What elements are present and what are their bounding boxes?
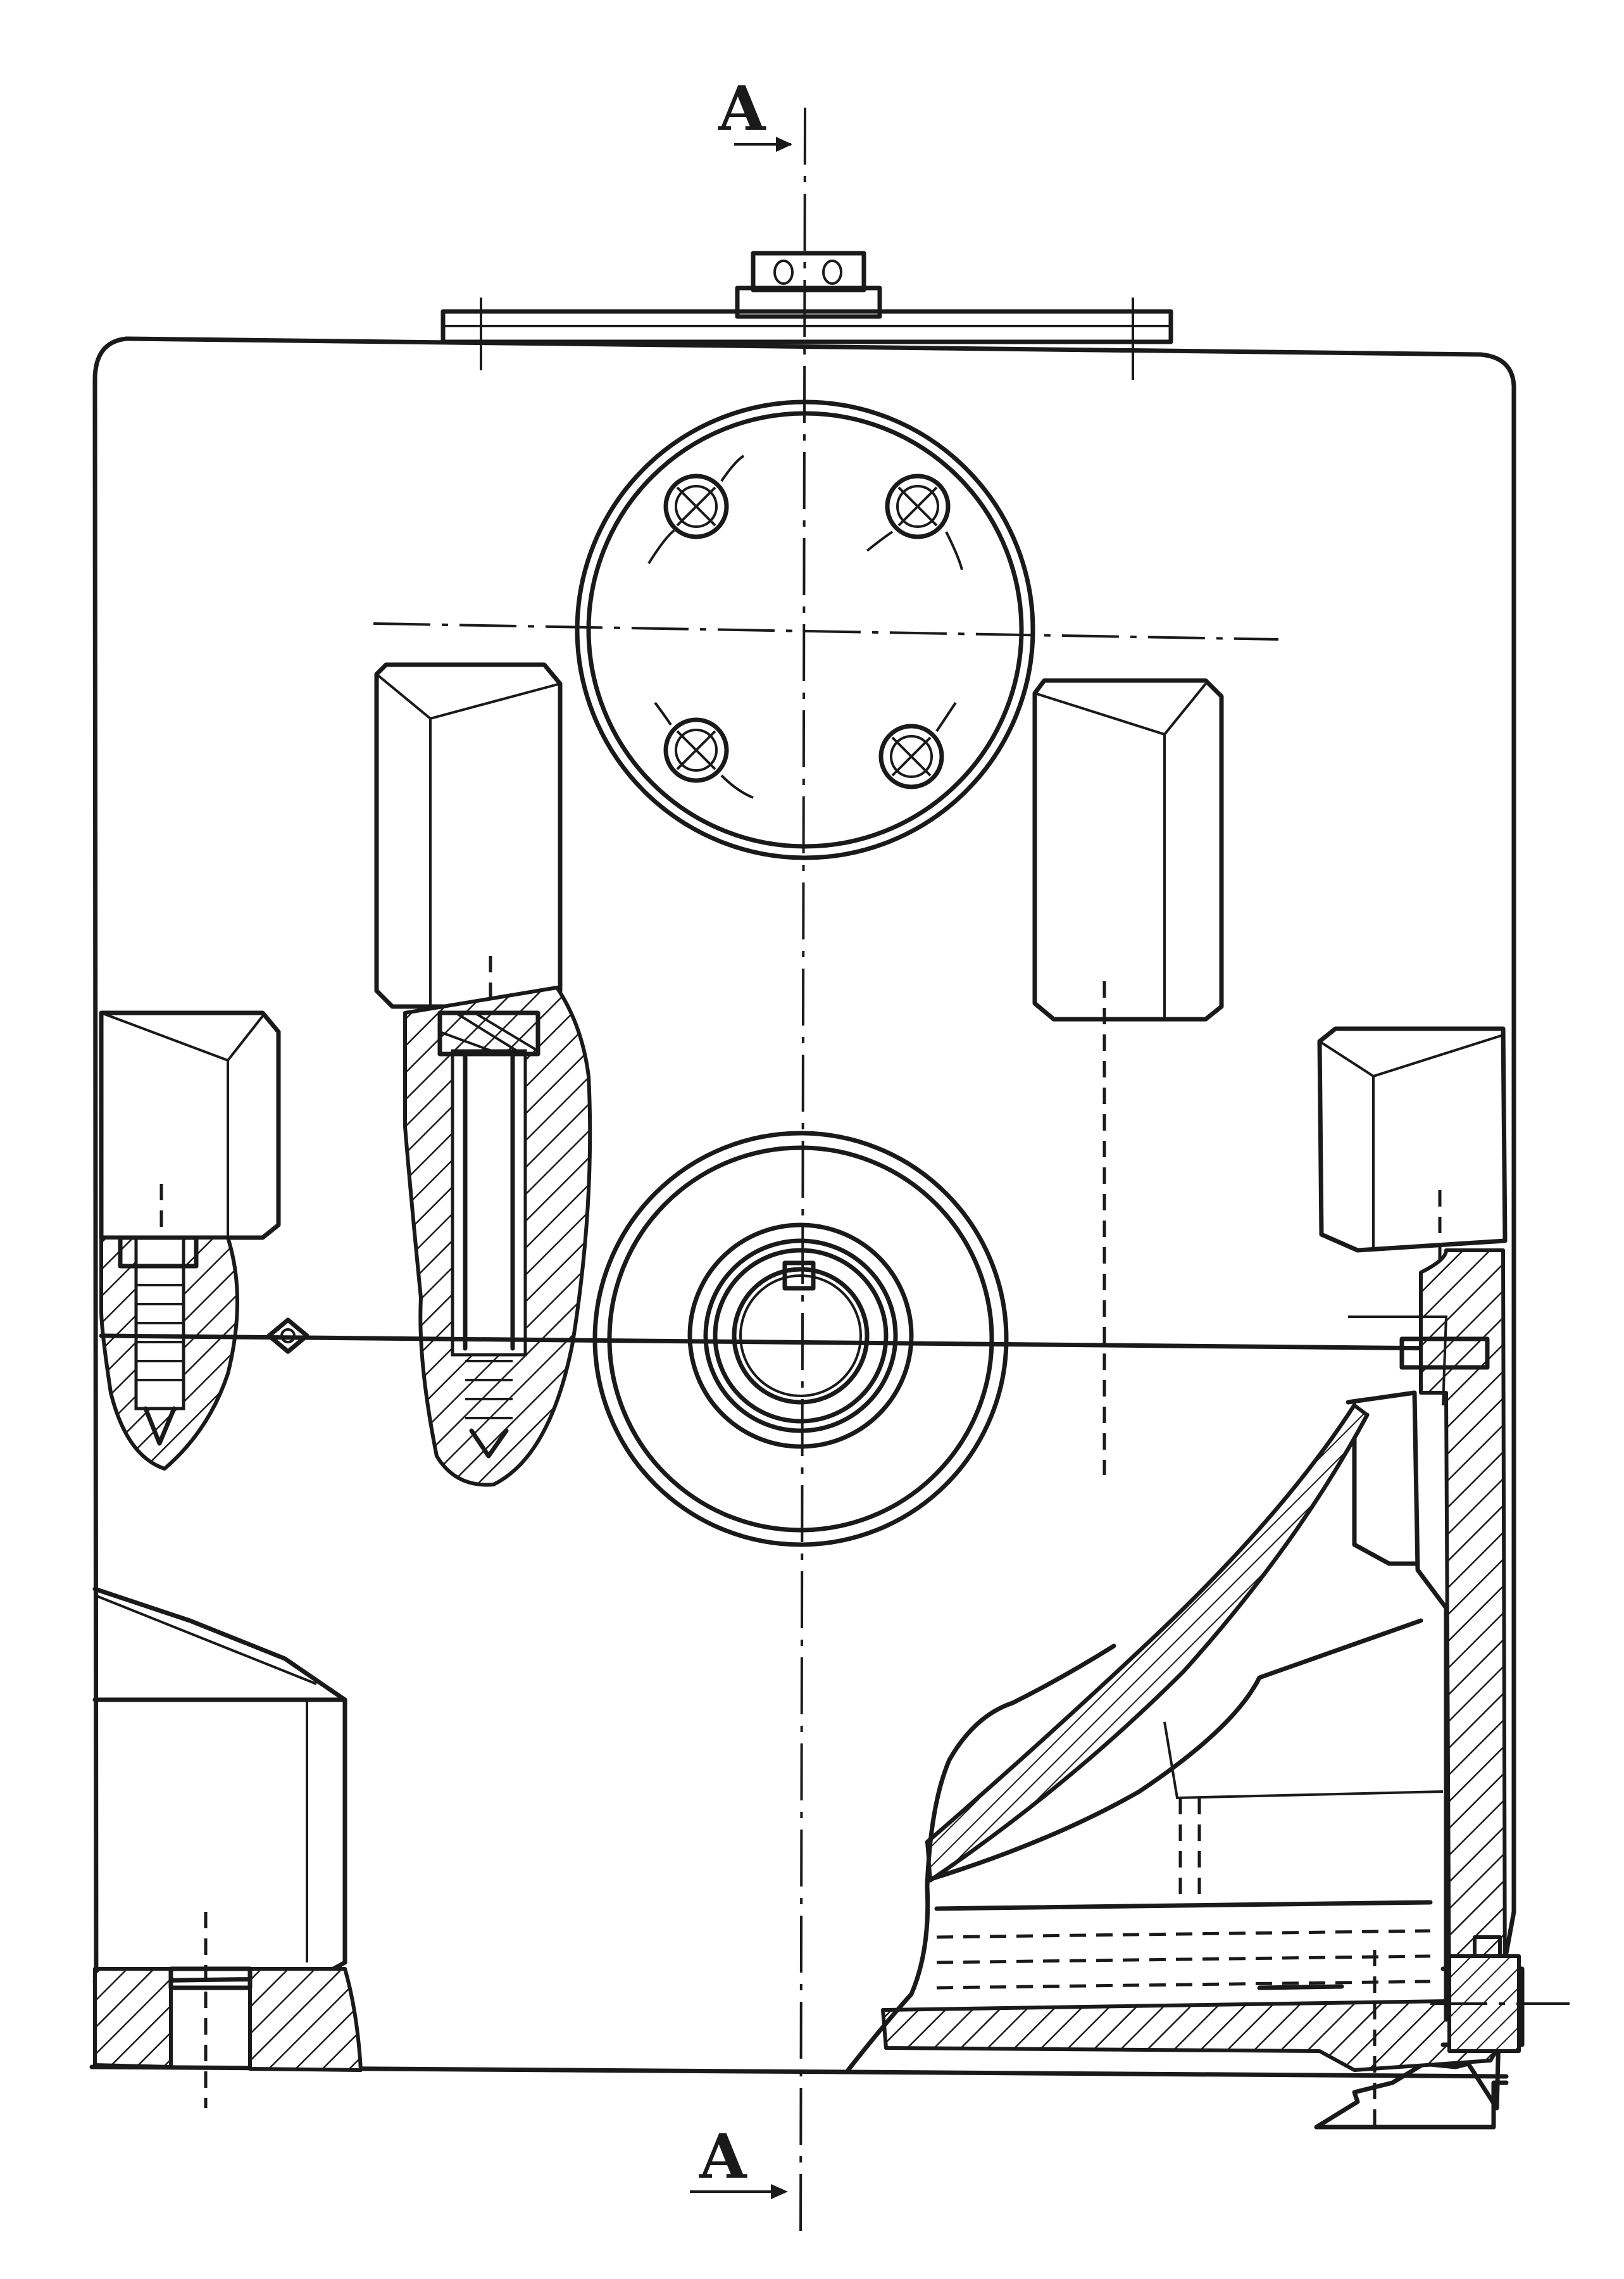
cover-bolt-icon <box>654 701 754 799</box>
top-cover-plate <box>440 298 1173 380</box>
cutaway-boundary <box>846 1643 1116 2073</box>
oil-level-lines <box>934 1900 1433 1990</box>
section-marker-top: A <box>718 73 792 152</box>
bolt-section-left <box>99 1235 239 1471</box>
drain-plug-icon <box>1430 1954 1570 2053</box>
section-label-top: A <box>718 73 766 144</box>
section-marker-bottom: A <box>690 2121 788 2199</box>
bolt-section-middle <box>403 986 592 1487</box>
housing-outline <box>124 336 1516 2130</box>
boss-pad-left-upper <box>374 662 563 1026</box>
cover-bolt-icon <box>878 701 957 789</box>
boss-pad-left-lower <box>99 1010 281 1241</box>
left-lower-foot <box>92 1586 363 2108</box>
cover-bolt-icon <box>647 455 745 565</box>
diamond-symbol-icon <box>266 1317 309 1354</box>
boss-pad-right-upper <box>1032 678 1224 1475</box>
shaft-keyway <box>782 1260 816 1291</box>
right-cutaway-section <box>881 1248 1570 2072</box>
upper-bearing-cover <box>373 399 1279 860</box>
section-label-bottom: A <box>699 2121 747 2192</box>
parting-line <box>99 1333 1446 1351</box>
lower-bearing-cover <box>592 1131 1009 1547</box>
cover-bolt-icon <box>866 474 963 570</box>
vertical-center-axis <box>799 107 806 2242</box>
cutaway-rib <box>925 1403 1444 1905</box>
boss-pad-right-lower <box>1317 1026 1508 1260</box>
breather-cap <box>735 251 882 319</box>
